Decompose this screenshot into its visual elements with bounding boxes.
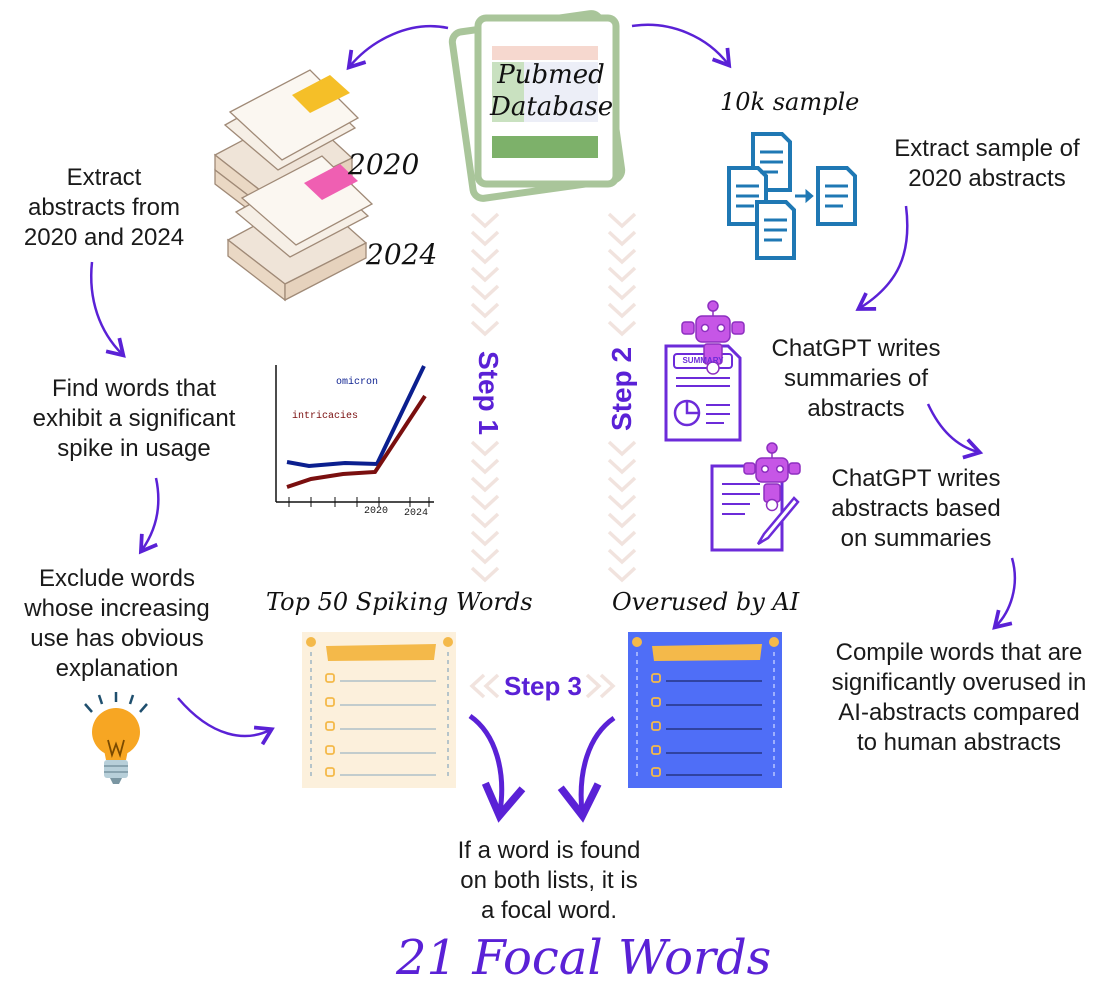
arrow-abstracts-to-compile [992, 557, 1017, 630]
step2-label: Step 2 [606, 346, 637, 432]
robot-icon-2 [743, 442, 801, 512]
database-label: Database [490, 92, 614, 122]
legend-intricacies: intricacies [292, 411, 359, 422]
step3-chevrons [469, 673, 616, 699]
arrow-bulb-to-list [177, 697, 275, 746]
robot-icon-1 [681, 300, 745, 375]
series-line-omicron [286, 365, 426, 469]
pubmed-label: Pubmed [497, 60, 605, 90]
top50-list-title: Top 50 Spiking Words [266, 588, 533, 616]
top50-list-card [302, 632, 456, 788]
document-sample-icon [727, 132, 857, 260]
pubmed-database-icon [448, 10, 626, 202]
overused-list-title: Overused by AI [612, 588, 800, 616]
step3-label: Step 3 [503, 671, 583, 701]
overused-list-card [628, 632, 782, 788]
legend-omicron: omicron [336, 377, 379, 388]
step2-chevron-column [607, 212, 637, 583]
summary-document-icon [664, 344, 742, 442]
arrow-top50-to-focal [468, 713, 526, 823]
arrow-find-to-exclude [138, 477, 160, 555]
pen-icon [756, 496, 800, 546]
focal-words-result: 21 Focal Words [396, 930, 772, 986]
lightbulb-icon [84, 692, 148, 784]
spike-line-chart [275, 365, 434, 507]
x-tick-2020: 2020 [364, 506, 389, 517]
x-tick-2024: 2024 [404, 508, 429, 519]
arrow-extract-to-find [90, 261, 126, 358]
summary-badge: SUMMARY [682, 356, 724, 365]
step1-label: Step 1 [473, 350, 504, 436]
year-2020-label: 2020 [348, 148, 420, 181]
arrow-overused-to-focal [557, 715, 616, 823]
year-2024-label: 2024 [366, 238, 438, 271]
arrow-sample-to-chatgpt [855, 205, 909, 311]
arrow-db-to-papers [346, 25, 449, 71]
series-line-intricacies [286, 394, 427, 489]
arrow-db-to-sample [631, 23, 732, 69]
arrow-summaries-to-abstracts [926, 403, 984, 460]
paper-stack-2024-icon [226, 155, 374, 302]
sample-10k-label: 10k sample [720, 88, 860, 116]
step1-chevron-column [470, 212, 500, 583]
